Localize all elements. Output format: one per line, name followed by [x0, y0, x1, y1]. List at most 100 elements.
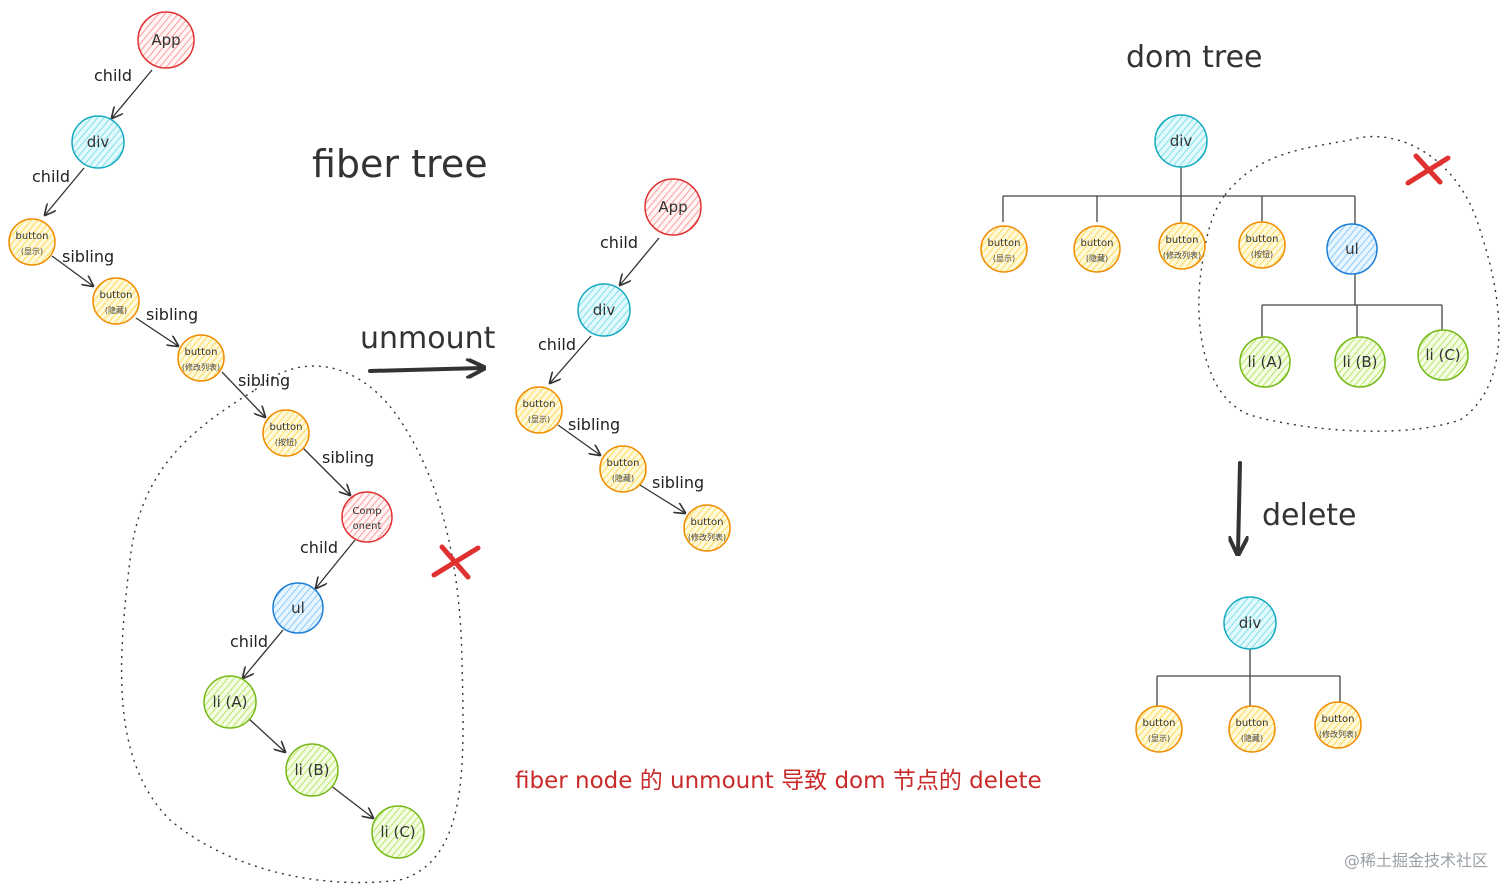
edge-label-sibling: sibling — [568, 415, 620, 434]
edge-label-sibling: sibling — [652, 473, 704, 492]
svg-text:li (C): li (C) — [1425, 346, 1460, 364]
dom-tree-connectors — [1002, 166, 1443, 338]
svg-text:(隐藏): (隐藏) — [612, 473, 634, 483]
dom-node-button-hide: button (隐藏) — [1228, 705, 1276, 753]
svg-text:button: button — [100, 290, 133, 301]
edge-div-btn-show — [45, 167, 85, 215]
fiber-node-button-hide: button (隐藏) — [92, 277, 140, 325]
svg-text:button: button — [1081, 238, 1114, 249]
edge-label-child: child — [230, 632, 268, 651]
dom-node-li-b: li (B) — [1334, 336, 1386, 388]
fiber-node-div: div — [71, 115, 125, 169]
dom-tree-after-connectors — [1156, 648, 1341, 706]
delete-arrow — [1238, 461, 1240, 552]
edge-app-div — [112, 69, 153, 118]
svg-text:(按钮): (按钮) — [275, 437, 297, 447]
dom-delete-region — [1198, 135, 1500, 432]
dom-node-div: div — [1154, 114, 1208, 168]
dom-node-button-edit: button (修改列表) — [1158, 222, 1206, 270]
fiber-node-li-a: li (A) — [203, 675, 257, 729]
svg-text:ul: ul — [1345, 240, 1359, 258]
dom-tree-title: dom tree — [1126, 40, 1263, 75]
edge-component-ul — [316, 539, 356, 588]
delete-label: delete — [1262, 498, 1357, 533]
fiber-node-button-show: button (显示) — [8, 218, 56, 266]
dom-node-button-edit: button (修改列表) — [1314, 701, 1362, 749]
edge-label-child: child — [300, 538, 338, 557]
fiber-node-div: div — [577, 283, 631, 337]
edge-btn-hide-edit — [135, 317, 178, 346]
edge-app-div — [620, 237, 660, 285]
fiber-node-button-show: button (显示) — [515, 386, 563, 434]
svg-text:li (A): li (A) — [1247, 353, 1282, 371]
delete-mark-dom — [1405, 153, 1451, 186]
svg-text:button: button — [1166, 235, 1199, 246]
svg-text:button: button — [1322, 714, 1355, 725]
svg-text:li (B): li (B) — [1342, 353, 1377, 371]
unmount-arrow — [368, 368, 482, 371]
svg-text:div: div — [87, 133, 110, 151]
svg-text:div: div — [1239, 614, 1262, 632]
edge-btn-show-hide — [557, 424, 600, 455]
svg-text:(隐藏): (隐藏) — [1241, 733, 1263, 743]
svg-text:(显示): (显示) — [993, 254, 1015, 263]
svg-text:button: button — [607, 458, 640, 469]
svg-text:button: button — [691, 517, 724, 528]
svg-text:li (A): li (A) — [212, 693, 247, 711]
edge-label-sibling: sibling — [322, 448, 374, 467]
fiber-node-button-btn: button (按钮) — [262, 409, 310, 457]
watermark: @稀土掘金技术社区 — [1344, 851, 1488, 870]
svg-text:button: button — [1246, 234, 1279, 245]
svg-text:button: button — [1236, 718, 1269, 729]
svg-text:(修改列表): (修改列表) — [688, 532, 726, 542]
svg-text:button: button — [1143, 718, 1176, 729]
dom-node-button-btn: button (按钮) — [1238, 221, 1286, 269]
fiber-node-component: Comp onent — [341, 491, 393, 543]
edge-label-child: child — [32, 167, 70, 186]
svg-text:button: button — [16, 231, 49, 242]
svg-text:(按钮): (按钮) — [1251, 249, 1273, 259]
svg-text:onent: onent — [353, 521, 382, 532]
fiber-node-ul: ul — [272, 582, 324, 634]
dom-node-button-show: button (显示) — [980, 225, 1028, 273]
edge-label-child: child — [538, 335, 576, 354]
fiber-node-app: App — [137, 11, 195, 69]
svg-text:(修改列表): (修改列表) — [1163, 250, 1201, 260]
svg-text:ul: ul — [291, 599, 305, 617]
edge-li-a-li-b — [247, 717, 285, 752]
svg-text:(隐藏): (隐藏) — [105, 305, 127, 315]
fiber-node-li-b: li (B) — [285, 743, 339, 797]
svg-text:button: button — [988, 238, 1021, 249]
dom-node-button-show: button (显示) — [1135, 705, 1183, 753]
dom-node-button-hide: button (隐藏) — [1073, 225, 1121, 273]
svg-text:App: App — [658, 198, 687, 216]
fiber-tree-title: fiber tree — [312, 142, 488, 186]
svg-text:button: button — [185, 347, 218, 358]
edge-li-b-li-c — [329, 784, 373, 818]
caption: fiber node 的 unmount 导致 dom 节点的 delete — [515, 768, 1042, 794]
dom-node-li-a: li (A) — [1239, 336, 1291, 388]
unmount-label: unmount — [360, 321, 496, 356]
fiber-node-button-edit: button (修改列表) — [683, 504, 731, 552]
svg-text:button: button — [523, 399, 556, 410]
svg-text:li (C): li (C) — [380, 823, 415, 841]
fiber-node-li-c: li (C) — [371, 805, 425, 859]
svg-text:(显示): (显示) — [528, 415, 550, 424]
svg-text:(修改列表): (修改列表) — [1319, 729, 1357, 739]
svg-text:li (B): li (B) — [294, 761, 329, 779]
svg-text:(显示): (显示) — [21, 247, 43, 256]
dom-node-li-c: li (C) — [1417, 329, 1469, 381]
edge-ul-li-a — [243, 629, 284, 678]
edge-label-sibling: sibling — [62, 247, 114, 266]
edge-label-sibling: sibling — [146, 305, 198, 324]
fiber-delete-region — [120, 365, 464, 884]
svg-text:button: button — [270, 422, 303, 433]
fiber-node-app: App — [644, 178, 702, 236]
dom-node-ul: ul — [1326, 223, 1378, 275]
edge-btn-hide-edit — [639, 484, 685, 513]
svg-text:div: div — [593, 301, 616, 319]
delete-mark-fiber — [431, 544, 481, 580]
svg-text:(显示): (显示) — [1148, 734, 1170, 743]
edge-label-child: child — [600, 233, 638, 252]
edge-btn-component — [302, 447, 350, 495]
